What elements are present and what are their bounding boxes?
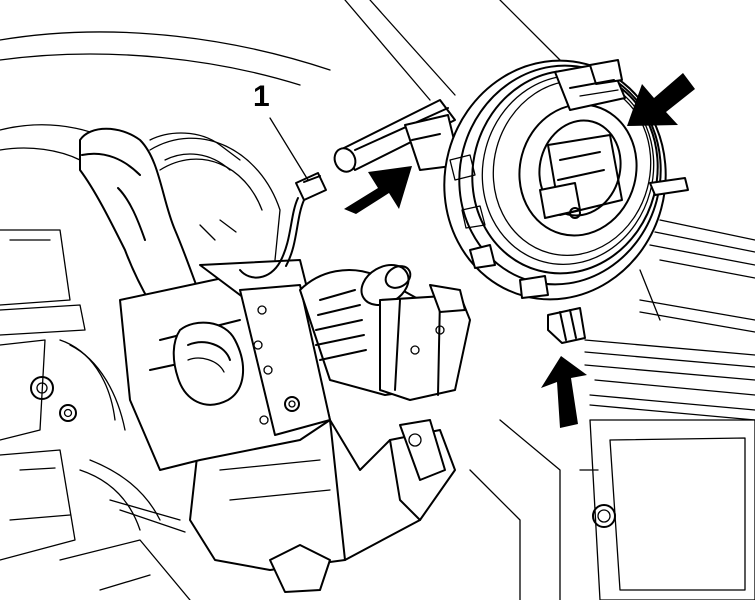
display-panel-lower-right	[469, 419, 755, 601]
leader-line-1	[269, 117, 309, 181]
dashboard-outline	[0, 0, 561, 601]
indicator-stalk	[333, 99, 461, 173]
steering-column-lower-housing	[189, 419, 456, 593]
arrow-icon	[344, 166, 412, 214]
vent-grille-right	[584, 219, 755, 421]
bolt-left	[30, 376, 77, 422]
knob-lower-right	[592, 504, 616, 528]
wiper-stalk-knob	[172, 321, 245, 406]
wire-harness-connector-1	[239, 172, 327, 279]
instrument-cluster-outline	[149, 137, 281, 261]
clock-spring-ring	[443, 59, 689, 301]
wiring-harness-left	[59, 339, 186, 533]
arrow-icon	[627, 73, 695, 126]
locking-tab-bottom	[547, 307, 586, 344]
turn-signal-switch-module	[379, 284, 471, 401]
callout-label-1: 1	[253, 80, 270, 113]
arrow-icon	[541, 356, 587, 428]
connector-housing-top	[554, 59, 626, 111]
